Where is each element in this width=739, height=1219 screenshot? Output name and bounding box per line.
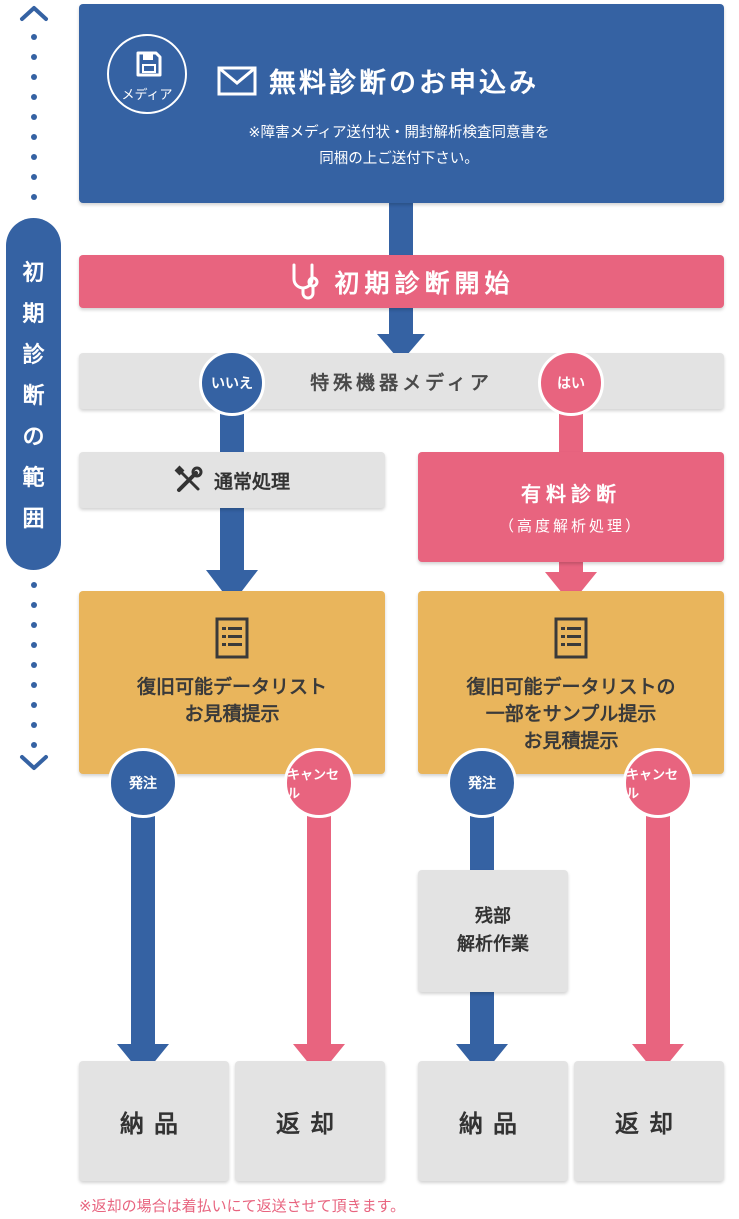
paid-diagnosis-box: 有料診断 （高度解析処理） (418, 452, 724, 562)
result-return-left: 返却 (235, 1061, 385, 1181)
media-icon-caption: メディア (121, 88, 173, 103)
scope-label-char: の (22, 425, 45, 450)
data-list-line: お見積提示 (523, 730, 619, 752)
remaining-analysis-line: 残部 (475, 906, 511, 927)
scope-dot (31, 582, 37, 588)
application-note-line: ※障害メディア送付状・開封解析検査同意書を (248, 125, 550, 141)
scope-dot (31, 134, 37, 140)
special-media-label: 特殊機器メディア (310, 371, 493, 394)
scope-label-char: 断 (22, 384, 45, 409)
scope-dot (31, 114, 37, 120)
scope-dot (31, 194, 37, 200)
floppy-disk-icon (136, 51, 162, 77)
result-return-right: 返却 (574, 1061, 724, 1181)
scope-dot (31, 94, 37, 100)
scope-label-char: 範 (22, 466, 45, 491)
scope-dot (31, 702, 37, 708)
yes-branch-badge: はい (538, 350, 604, 416)
remaining-analysis-line: 解析作業 (457, 934, 529, 955)
result-delivery-left: 納品 (79, 1061, 229, 1181)
remaining-analysis-box: 残部 解析作業 (418, 870, 568, 992)
order-badge-right: 発注 (447, 748, 517, 818)
data-list-line: お見積提示 (184, 703, 280, 725)
return-footnote: ※返却の場合は着払いにて返送させて頂きます。 (79, 1197, 406, 1215)
scope-label-char: 期 (22, 302, 45, 327)
stethoscope-icon (292, 263, 319, 299)
scope-dot (31, 622, 37, 628)
chevron-up-icon (20, 6, 48, 21)
application-title: 無料診断のお申込み (269, 68, 539, 99)
cancel-badge-left: キャンセル (284, 748, 354, 818)
chevron-down-icon (20, 755, 48, 770)
scope-dot (31, 54, 37, 60)
scope-dot (31, 722, 37, 728)
special-media-bar: 特殊機器メディア (79, 353, 724, 409)
cancel-badge-right: キャンセル (623, 748, 693, 818)
data-list-text-standard: 復旧可能データリスト お見積提示 (79, 674, 385, 728)
data-list-box-standard: 復旧可能データリスト お見積提示 (79, 591, 385, 774)
scope-label-char: 診 (22, 343, 45, 368)
normal-processing-box: 通常処理 (79, 452, 385, 508)
data-list-line: 復旧可能データリストの (466, 676, 676, 698)
scope-dot (31, 662, 37, 668)
paid-diagnosis-subtitle: （高度解析処理） (498, 517, 643, 535)
scope-dot (31, 174, 37, 180)
normal-processing-label: 通常処理 (213, 470, 290, 493)
scope-dot (31, 682, 37, 688)
no-branch-badge: いいえ (199, 350, 265, 416)
diagnosis-start-title: 初期診断開始 (334, 268, 515, 298)
document-list-icon (215, 617, 249, 659)
application-note: ※障害メディア送付状・開封解析検査同意書を 同梱の上ご送付下さい。 (199, 120, 599, 172)
tools-icon (174, 465, 203, 492)
scope-dot (31, 74, 37, 80)
data-list-box-sample: 復旧可能データリストの 一部をサンプル提示 お見積提示 (418, 591, 724, 774)
data-list-line: 復旧可能データリスト (136, 676, 327, 698)
application-box: メディア 無料診断のお申込み ※障害メディア送付状・開封解析検査同意書を 同梱の… (79, 4, 724, 203)
scope-label: 初 期 診 断 の 範 囲 (6, 218, 61, 570)
scope-label-char: 囲 (22, 507, 45, 532)
paid-diagnosis-title: 有料診断 (521, 482, 621, 506)
document-list-icon (554, 617, 588, 659)
application-note-line: 同梱の上ご送付下さい。 (319, 151, 479, 167)
scope-dot (31, 602, 37, 608)
scope-dot (31, 34, 37, 40)
data-list-line: 一部をサンプル提示 (485, 703, 657, 725)
diagnosis-start-bar: 初期診断開始 (79, 255, 724, 308)
data-list-text-sample: 復旧可能データリストの 一部をサンプル提示 お見積提示 (418, 674, 724, 755)
envelope-icon (217, 66, 257, 96)
scope-dot (31, 154, 37, 160)
scope-label-char: 初 (22, 261, 45, 286)
result-delivery-right: 納品 (418, 1061, 568, 1181)
scope-dot (31, 642, 37, 648)
media-icon-badge: メディア (107, 34, 187, 114)
scope-dot (31, 742, 37, 748)
order-badge-left: 発注 (108, 748, 178, 818)
